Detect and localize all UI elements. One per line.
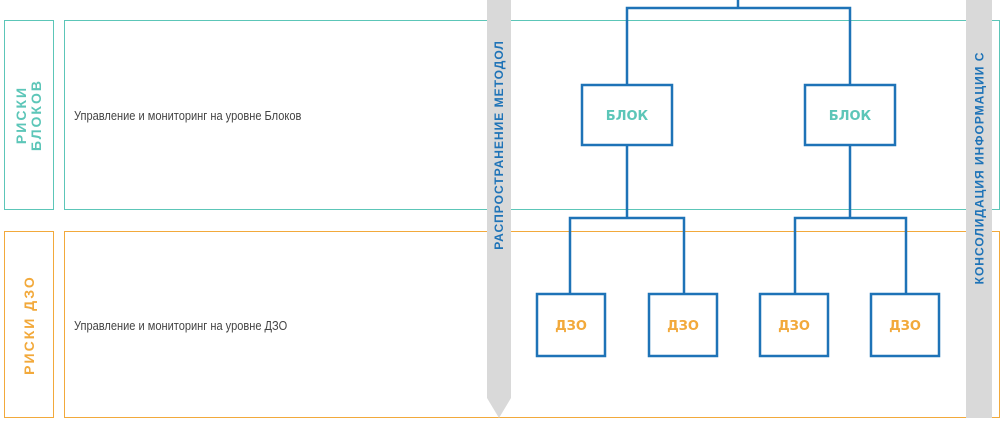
consolidation-arrow-label: КОНСОЛИДАЦИЯ ИНФОРМАЦИИ С [972,51,987,285]
blocks-label: РИСКИ БЛОКОВ [4,20,54,210]
methodology-arrow [487,0,511,418]
blocks-row-box [64,20,1000,210]
dzo-row-box [64,231,1000,418]
blocks-label-box [4,20,54,210]
dzo-label-box [4,231,54,418]
methodology-arrow-label: РАСПРОСТРАНЕНИЕ МЕТОДОЛ [492,40,507,250]
blocks-label-line1: РИСКИ [13,85,30,145]
blocks-row-description: Управление и мониторинг на уровне Блоков [74,108,302,123]
dzo-label-text: РИСКИ ДЗО [21,274,38,375]
dzo-label: РИСКИ ДЗО [4,231,54,418]
dzo-row-description: Управление и мониторинг на уровне ДЗО [74,318,288,333]
consolidation-arrow [966,0,992,418]
blocks-label-line2: БЛОКОВ [28,79,45,151]
